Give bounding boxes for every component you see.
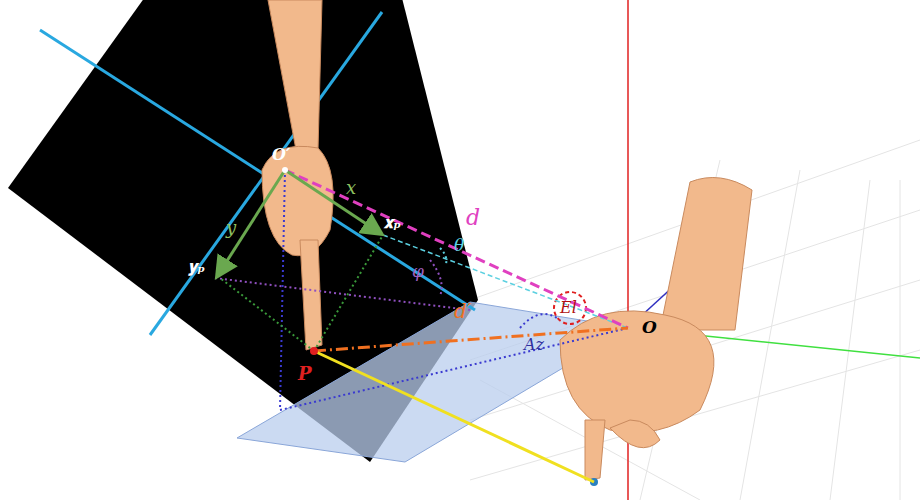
plane-axis <box>40 30 475 310</box>
angle-label: θ <box>452 236 466 255</box>
point-p <box>310 347 318 355</box>
vector-label: 𝐲ₚ <box>186 258 207 276</box>
vector-label: 𝐱ₚ <box>382 214 403 232</box>
construction-lines <box>215 170 628 410</box>
x-vector <box>285 170 380 233</box>
xp-ray <box>383 235 628 328</box>
y-vector <box>218 170 285 275</box>
axis-label: y <box>224 218 238 238</box>
axis-label: x <box>344 178 358 198</box>
origin-label: O <box>640 318 659 337</box>
angle-label: Az <box>522 336 546 354</box>
distance-line <box>285 170 628 328</box>
correspondence-line <box>314 351 594 482</box>
origin-prime <box>282 167 288 173</box>
projected-distance <box>314 328 628 351</box>
distance-label: d <box>464 206 482 230</box>
angle-label: φ <box>410 262 426 281</box>
hand-model <box>560 178 752 481</box>
angle-label: El <box>558 299 579 317</box>
plane-axis <box>150 12 382 335</box>
hand-projection <box>262 0 333 350</box>
point-label: P <box>296 364 314 384</box>
origin-label: O′ <box>270 146 292 164</box>
distance-label: d′ <box>452 300 473 322</box>
